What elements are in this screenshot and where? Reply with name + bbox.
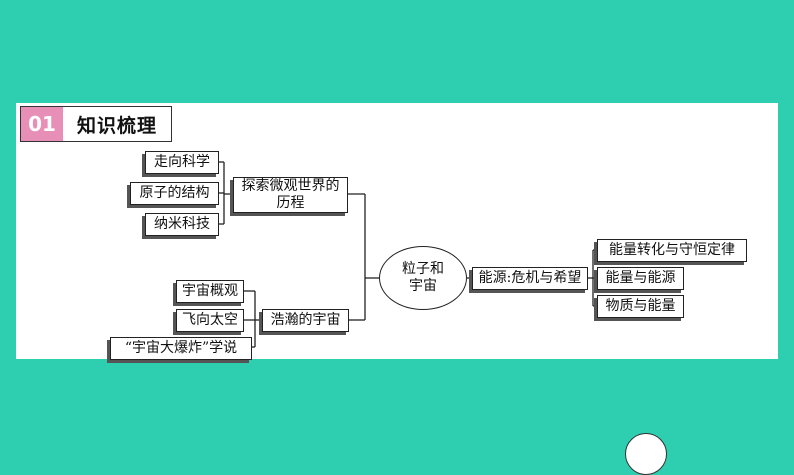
branch-cosmos: 浩瀚的宇宙	[262, 309, 349, 332]
center-node: 粒子和 宇宙	[379, 246, 467, 310]
leaf-cosmos-2: 飞向太空	[176, 309, 244, 332]
leaf-energy-3: 物质与能量	[597, 295, 684, 318]
center-line2: 宇宙	[409, 278, 437, 294]
leaf-micro-2: 原子的结构	[130, 182, 219, 205]
leaf-cosmos-3: “宇宙大爆炸”学说	[110, 337, 252, 360]
decorative-circle	[625, 433, 667, 475]
branch-micro-line1: 探索微观世界的	[241, 178, 340, 194]
section-header: 01 知识梳理	[20, 106, 172, 142]
leaf-micro-1: 走向科学	[145, 151, 219, 174]
leaf-cosmos-1: 宇宙概观	[176, 280, 244, 303]
center-line1: 粒子和	[402, 261, 444, 277]
section-number: 01	[21, 107, 63, 141]
connector-lines	[219, 161, 597, 348]
leaf-energy-2: 能量与能源	[597, 267, 684, 290]
leaf-energy-1: 能量转化与守恒定律	[597, 239, 747, 262]
leaf-micro-3: 纳米科技	[145, 213, 219, 236]
branch-energy: 能源:危机与希望	[472, 267, 588, 290]
branch-micro: 探索微观世界的 历程	[233, 177, 348, 213]
section-title: 知识梳理	[76, 114, 157, 137]
branch-micro-line2: 历程	[276, 195, 305, 211]
